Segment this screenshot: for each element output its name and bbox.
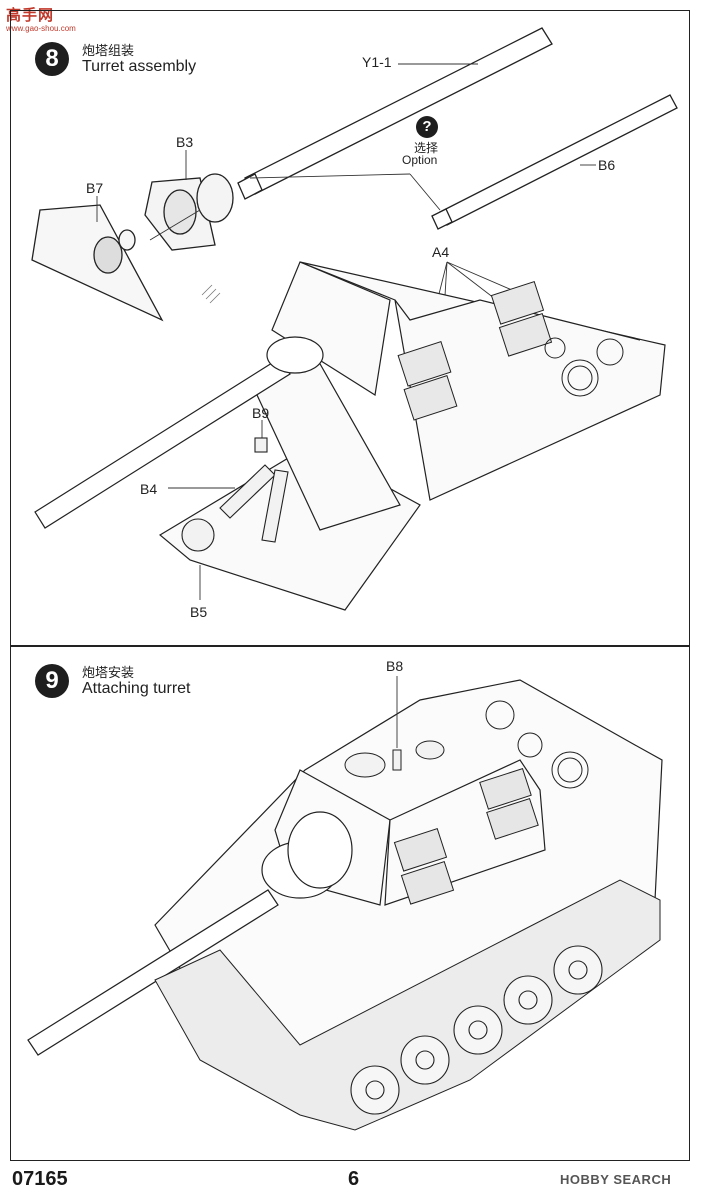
gun-barrel-y1 xyxy=(237,27,553,200)
page-number: 6 xyxy=(348,1168,360,1190)
watermark-url: www.gao-shou.com xyxy=(6,24,76,33)
label-b8: B8 xyxy=(386,658,404,674)
step-8-title-en: Turret assembly xyxy=(82,58,197,75)
step-9-panel xyxy=(10,646,690,1161)
option-label-cn: 选择 xyxy=(414,141,439,155)
parts-b4-b5-b9 xyxy=(181,437,289,552)
watermark-site-name: 高手网 xyxy=(6,7,55,24)
step-8-panel xyxy=(10,10,690,646)
step-9-number: 9 xyxy=(35,664,69,698)
label-a4: A4 xyxy=(432,244,450,260)
step-9-title-en: Attaching turret xyxy=(82,680,191,697)
gun-barrel-b6 xyxy=(431,94,678,230)
label-b7: B7 xyxy=(86,180,104,196)
step-9-title-cn: 炮塔安装 xyxy=(82,665,135,680)
tracks xyxy=(154,879,661,1131)
label-b6: B6 xyxy=(598,157,616,173)
label-b3: B3 xyxy=(176,134,194,150)
label-b4: B4 xyxy=(140,481,158,497)
step-9-main-gun xyxy=(27,811,353,1056)
label-b9: B9 xyxy=(252,405,270,421)
watermark: 高手网 www.gao-shou.com xyxy=(4,4,76,34)
label-b5: B5 xyxy=(190,604,208,620)
product-code: 07165 xyxy=(12,1168,68,1190)
step-9-hatch xyxy=(344,740,445,778)
step-9-engine-vents xyxy=(485,700,589,789)
turret-superstructure xyxy=(158,261,666,611)
hatch-pattern xyxy=(201,284,221,304)
road-wheels xyxy=(350,945,603,1115)
step-8-title-cn: 炮塔组装 xyxy=(82,43,135,58)
engine-deck-vents xyxy=(544,337,624,397)
step-9-tool-racks xyxy=(393,767,539,905)
step-8-number: 8 xyxy=(35,42,69,76)
option-label-en: Option xyxy=(402,153,438,167)
brand-watermark: HOBBY SEARCH xyxy=(560,1172,672,1187)
step-8-main-gun xyxy=(34,336,324,529)
plate-b7 xyxy=(31,204,164,322)
mantlet-b3 xyxy=(144,173,234,251)
tool-racks-a4 xyxy=(397,280,553,421)
label-y1-1: Y1-1 xyxy=(362,54,392,70)
option-icon: ? xyxy=(416,116,438,138)
